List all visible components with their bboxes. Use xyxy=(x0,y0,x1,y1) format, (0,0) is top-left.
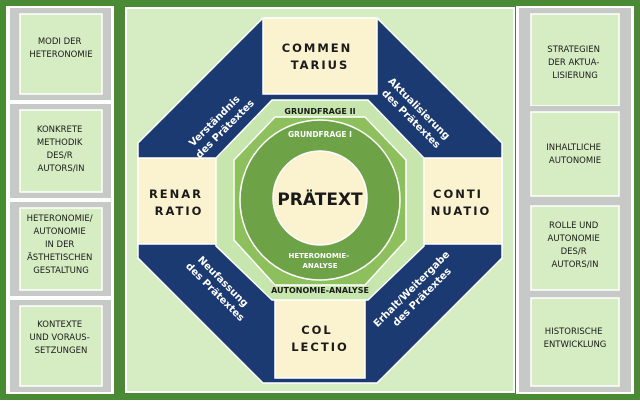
commentarius-label: COMMEN TARIUS xyxy=(282,41,359,72)
left-box-4-line-3: SETZUNGEN xyxy=(35,346,88,356)
right-box-2: INHALTLICHE AUTONOMIE xyxy=(519,106,631,202)
left-box-2-text: KONKRETE METHODIK DES/R AUTORS/IN xyxy=(37,125,85,174)
heteronomie-line-1: HETERONOMIE- xyxy=(288,252,349,260)
left-box-1: MODI DER HETERONOMIE xyxy=(10,8,111,100)
renarratio-line-1: RENAR xyxy=(149,187,203,201)
right-box-column: STRATEGIEN DER AKTUA- LISIERUNG INHALTLI… xyxy=(519,8,631,392)
commentarius-line-2: TARIUS xyxy=(291,58,350,72)
collectio-line-2: LECTIO xyxy=(291,340,349,354)
continuatio-line-2: NUATIO xyxy=(431,204,492,218)
autonomie-analyse-label: AUTONOMIE-ANALYSE xyxy=(271,286,369,295)
left-box-3-line-1: HETERONOMIE/ xyxy=(27,214,93,224)
right-box-3-line-4: AUTORS/IN xyxy=(552,260,599,270)
left-box-2-line-3: DES/R xyxy=(47,151,73,161)
right-box-4-line-1: HISTORISCHE xyxy=(545,327,603,337)
left-box-3: HETERONOMIE/ AUTONOMIE IN DER ÄSTHETISCH… xyxy=(10,202,111,296)
right-box-4-line-2: ENTWICKLUNG xyxy=(544,340,607,350)
right-box-2-text: INHALTLICHE AUTONOMIE xyxy=(546,143,603,166)
right-box-2-line-1: INHALTLICHE xyxy=(546,143,601,153)
commentarius-box xyxy=(262,17,378,95)
left-box-1-text: MODI DER HETERONOMIE xyxy=(29,37,92,60)
left-box-2-line-2: METHODIK xyxy=(37,138,83,148)
right-box-3-line-2: AUTONOMIE xyxy=(548,234,600,244)
left-box-3-line-4: ÄSTHETISCHEN xyxy=(27,252,92,263)
left-box-2-line-4: AUTORS/IN xyxy=(38,164,85,174)
collectio-line-1: COL xyxy=(301,323,333,337)
grundfrage-1-label: GRUNDFRAGE I xyxy=(288,130,352,139)
left-box-2-line-1: KONKRETE xyxy=(37,125,83,135)
left-box-1-line-2: HETERONOMIE xyxy=(29,50,92,60)
center-circle xyxy=(272,150,368,246)
renarratio-line-2: RATIO xyxy=(155,204,204,218)
right-box-1-line-3: LISIERUNG xyxy=(552,71,598,81)
left-box-column: MODI DER HETERONOMIE KONKRETE METHODIK D… xyxy=(10,8,111,392)
right-box-3: ROLLE UND AUTONOMIE DES/R AUTORS/IN xyxy=(519,200,631,296)
renarratio-label: RENAR RATIO xyxy=(149,187,209,218)
left-box-4-line-1: KONTEXTE xyxy=(37,320,82,330)
right-box-3-line-3: DES/R xyxy=(561,247,587,257)
right-box-1-line-2: DER AKTUA- xyxy=(548,58,599,68)
left-box-2: KONKRETE METHODIK DES/R AUTORS/IN xyxy=(10,104,111,198)
left-box-3-line-3: IN DER xyxy=(45,240,74,250)
commentarius-line-1: COMMEN xyxy=(282,41,353,55)
left-box-3-line-2: AUTONOMIE xyxy=(34,227,86,237)
right-box-2-line-2: AUTONOMIE xyxy=(549,156,601,166)
left-box-3-text: HETERONOMIE/ AUTONOMIE IN DER ÄSTHETISCH… xyxy=(27,214,96,276)
collectio-box xyxy=(274,299,366,379)
right-box-1: STRATEGIEN DER AKTUA- LISIERUNG xyxy=(519,8,631,112)
left-box-4-text: KONTEXTE UND VORAUS- SETZUNGEN xyxy=(30,320,93,356)
continuatio-box xyxy=(419,157,503,245)
renarratio-box xyxy=(137,157,221,245)
heteronomie-analyse-label: HETERONOMIE- ANALYSE xyxy=(288,252,351,270)
heteronomie-line-2: ANALYSE xyxy=(303,262,338,270)
left-box-4: KONTEXTE UND VORAUS- SETZUNGEN xyxy=(10,300,111,392)
continuatio-line-1: CONTI xyxy=(433,187,483,201)
right-box-4-text: HISTORISCHE ENTWICKLUNG xyxy=(544,327,607,350)
collectio-label: COL LECTIO xyxy=(291,323,349,354)
right-box-1-line-1: STRATEGIEN xyxy=(547,45,600,55)
right-box-3-text: ROLLE UND AUTONOMIE DES/R AUTORS/IN xyxy=(548,221,603,270)
right-box-3-line-1: ROLLE UND xyxy=(549,221,599,231)
left-box-3-line-5: GESTALTUNG xyxy=(33,266,89,276)
continuatio-label: CONTI NUATIO xyxy=(431,187,492,218)
grundfrage-2-label: GRUNDFRAGE II xyxy=(284,107,355,116)
right-box-4: HISTORISCHE ENTWICKLUNG xyxy=(519,292,631,392)
left-box-1-line-1: MODI DER xyxy=(38,37,82,47)
right-box-1-text: STRATEGIEN DER AKTUA- LISIERUNG xyxy=(547,45,602,81)
center-label: PRÄTEXT xyxy=(277,188,363,210)
left-box-4-line-2: UND VORAUS- xyxy=(30,333,90,343)
